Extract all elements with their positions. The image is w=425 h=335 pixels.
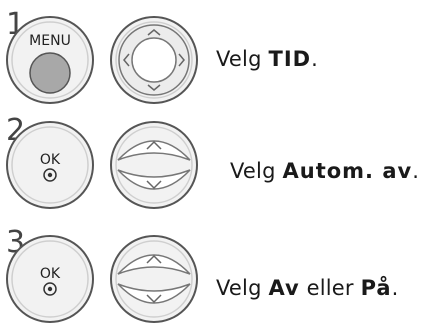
caption-emphasis-2: På: [360, 276, 392, 300]
caption-suffix: .: [311, 47, 318, 71]
ok-button-icon: OK: [6, 121, 94, 209]
caption-emphasis: Av: [268, 276, 300, 300]
up-down-navigation-icon: [110, 121, 198, 209]
caption-prefix: Velg: [216, 47, 269, 71]
caption-suffix: .: [391, 276, 399, 300]
step-2: 2 OK Velg Autom. av.: [0, 112, 425, 212]
step-1: 1 MENU Velg TID.: [0, 0, 425, 104]
caption-prefix: Velg: [216, 276, 269, 300]
menu-key-label: MENU: [29, 33, 71, 49]
step-3-caption: Velg Av eller På.: [216, 276, 399, 300]
four-way-navigation-icon: [110, 16, 198, 104]
step-2-caption: Velg Autom. av.: [230, 159, 419, 183]
caption-emphasis: Autom. av: [282, 159, 413, 183]
caption-prefix: Velg: [230, 159, 283, 183]
ok-key-label: OK: [40, 152, 61, 168]
step-1-caption: Velg TID.: [216, 47, 318, 71]
menu-button-icon: MENU: [6, 16, 94, 104]
ok-key-label: OK: [40, 266, 61, 282]
caption-emphasis: TID: [268, 47, 312, 71]
ok-button-icon: OK: [6, 235, 94, 323]
caption-middle: eller: [299, 276, 361, 300]
step-3: 3 OK Velg Av eller På.: [0, 224, 425, 324]
caption-suffix: .: [412, 159, 420, 183]
up-down-navigation-icon: [110, 235, 198, 323]
